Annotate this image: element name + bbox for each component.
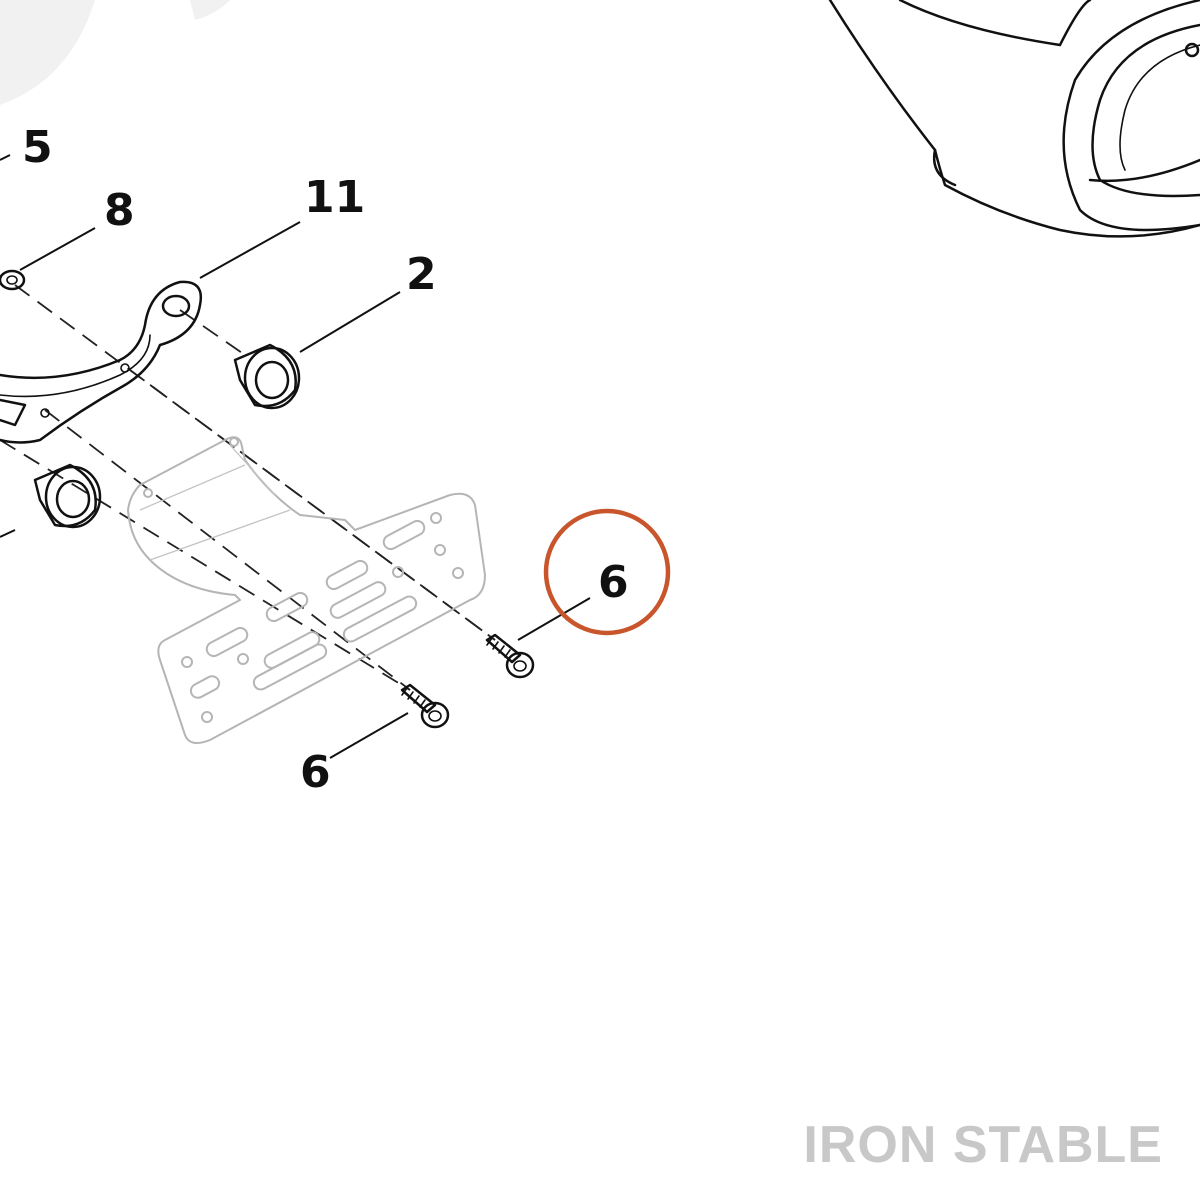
watermark-shape: [0, 0, 95, 105]
license-plate-bracket: [127, 436, 486, 745]
grommet-lower: [33, 463, 102, 529]
callout-part-8: 8: [104, 185, 135, 236]
bolt-lower: [400, 683, 450, 729]
callout-part-6-highlighted: 6: [598, 557, 629, 608]
light-fixture-housing: [828, 0, 1200, 238]
callout-part-6-lower: 6: [300, 747, 331, 798]
callout-part-2: 2: [406, 249, 437, 300]
highlight-circle: [543, 508, 671, 636]
leader-lines: [0, 154, 591, 759]
bolt-upper: [485, 633, 535, 679]
grommet-upper: [233, 343, 301, 410]
washer: [0, 269, 26, 291]
callout-part-11: 11: [304, 172, 365, 223]
watermark-shape-2: [190, 0, 230, 20]
alignment-lines: [0, 284, 496, 691]
callout-part-5: 5: [22, 122, 53, 173]
mounting-bracket: [0, 280, 203, 444]
brand-logo-text: IRON STABLE: [803, 1116, 1163, 1174]
